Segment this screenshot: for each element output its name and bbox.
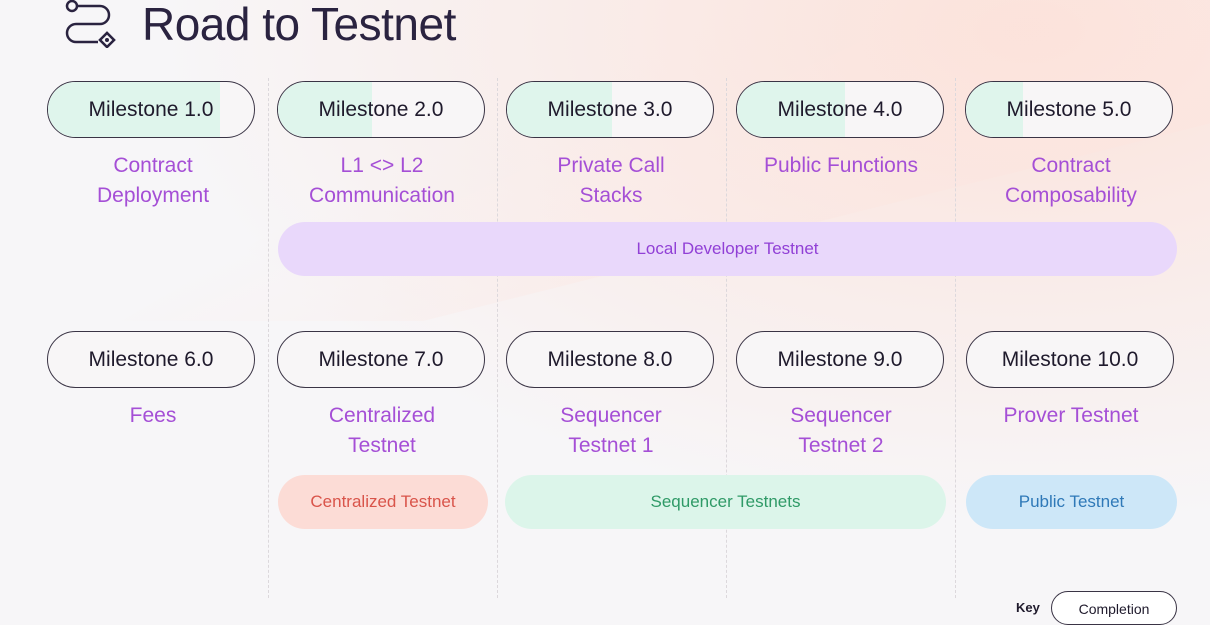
description-line: Sequencer xyxy=(560,404,662,427)
centralized-testnet-band: Centralized Testnet xyxy=(278,475,488,529)
milestone-8-pill: Milestone 8.0 xyxy=(506,331,714,388)
completion-fill xyxy=(507,82,612,137)
milestone-3-pill: Milestone 3.0 xyxy=(506,81,714,138)
description-line: Prover Testnet xyxy=(1003,404,1139,427)
description-line: Fees xyxy=(129,404,177,427)
completion-fill xyxy=(966,82,1023,137)
description-line: Contract xyxy=(113,154,193,177)
milestone-8-description: Sequencer Testnet 1 xyxy=(506,401,716,461)
column-divider xyxy=(726,78,727,598)
description-line: Sequencer xyxy=(790,404,892,427)
description-line: Contract xyxy=(1031,154,1111,177)
milestone-2-pill: Milestone 2.0 xyxy=(277,81,485,138)
milestone-2-description: L1 <> L2 Communication xyxy=(277,151,487,211)
description-line: Public Functions xyxy=(763,154,919,177)
description-line: Deployment xyxy=(96,184,210,207)
description-line: L1 <> L2 xyxy=(340,154,424,177)
completion-fill xyxy=(278,82,372,137)
milestone-1-pill: Milestone 1.0 xyxy=(47,81,255,138)
milestone-1-description: Contract Deployment xyxy=(48,151,258,211)
milestone-label: Milestone 8.0 xyxy=(547,347,673,371)
milestone-label: Milestone 6.0 xyxy=(88,347,214,371)
column-divider xyxy=(497,78,498,598)
page-title: Road to Testnet xyxy=(142,0,456,50)
description-line: Composability xyxy=(1005,184,1137,207)
description-line: Communication xyxy=(309,184,455,207)
milestone-9-description: Sequencer Testnet 2 xyxy=(736,401,946,461)
milestone-10-description: Prover Testnet xyxy=(966,401,1176,431)
description-line: Testnet 2 xyxy=(798,434,884,457)
milestone-label: Milestone 3.0 xyxy=(547,97,673,121)
local-developer-testnet-band: Local Developer Testnet xyxy=(278,222,1177,276)
milestone-5-pill: Milestone 5.0 xyxy=(965,81,1173,138)
milestone-7-pill: Milestone 7.0 xyxy=(277,331,485,388)
key-label: Key xyxy=(1016,600,1040,615)
milestone-label: Milestone 4.0 xyxy=(777,97,903,121)
description-line: Private Call xyxy=(557,154,665,177)
milestone-10-pill: Milestone 10.0 xyxy=(966,331,1174,388)
milestone-7-description: Centralized Testnet xyxy=(277,401,487,461)
route-icon xyxy=(65,0,116,48)
column-divider xyxy=(955,78,956,598)
milestone-4-description: Public Functions xyxy=(736,151,946,181)
description-line: Testnet 1 xyxy=(568,434,654,457)
key-completion-pill: Completion xyxy=(1051,591,1177,625)
description-line: Stacks xyxy=(579,184,643,207)
milestone-label: Milestone 2.0 xyxy=(318,97,444,121)
column-divider xyxy=(268,78,269,598)
milestone-4-pill: Milestone 4.0 xyxy=(736,81,944,138)
milestone-6-pill: Milestone 6.0 xyxy=(47,331,255,388)
completion-fill xyxy=(737,82,845,137)
milestone-label: Milestone 1.0 xyxy=(88,97,214,121)
public-testnet-band: Public Testnet xyxy=(966,475,1177,529)
completion-fill xyxy=(48,82,220,137)
milestone-9-pill: Milestone 9.0 xyxy=(736,331,944,388)
description-line: Testnet xyxy=(348,434,416,457)
milestone-label: Milestone 9.0 xyxy=(777,347,903,371)
description-line: Centralized xyxy=(328,404,436,427)
milestone-label: Milestone 10.0 xyxy=(1001,347,1139,371)
milestone-5-description: Contract Composability xyxy=(966,151,1176,211)
milestone-6-description: Fees xyxy=(48,401,258,431)
milestone-label: Milestone 7.0 xyxy=(318,347,444,371)
milestone-label: Milestone 5.0 xyxy=(1006,97,1132,121)
sequencer-testnets-band: Sequencer Testnets xyxy=(505,475,946,529)
milestone-3-description: Private Call Stacks xyxy=(506,151,716,211)
